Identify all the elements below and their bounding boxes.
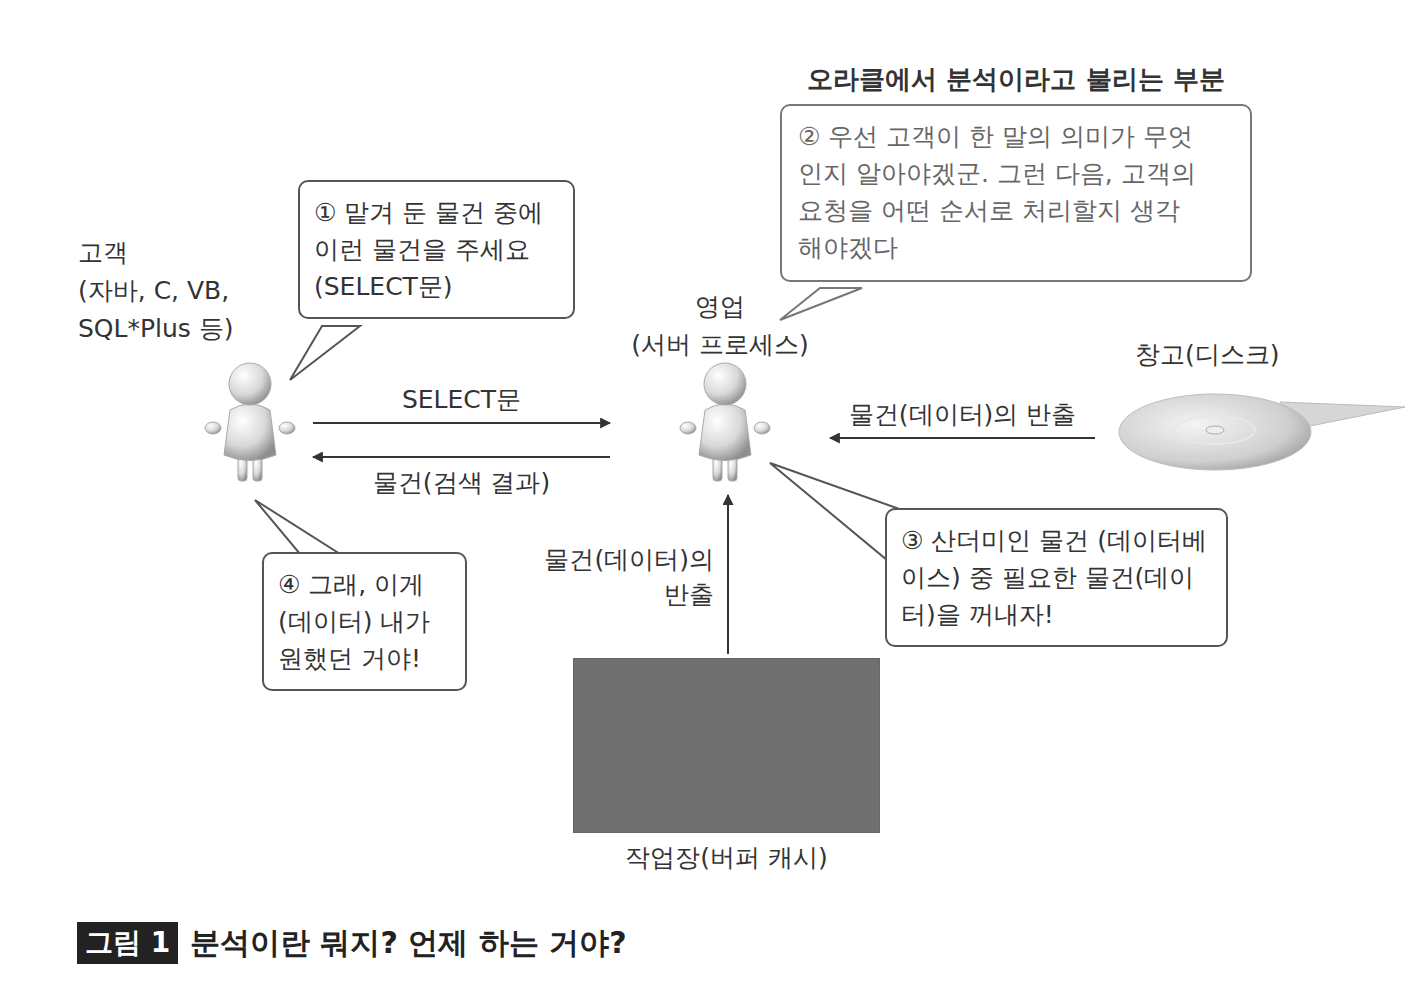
disk-icon — [1119, 394, 1405, 470]
node-label: (자바, C, VB, SQL*Plus 등) — [78, 272, 263, 348]
disk-store: 창고(디스크) — [1105, 336, 1410, 470]
figure-caption: 분석이란 뭐지? 언제 하는 거야? — [190, 924, 627, 962]
callout-bubble: ③ 산더미인 물건 (데이터베이스) 중 필요한 물건(데이터)을 꺼내자! — [885, 508, 1228, 647]
callout-text: ④ 그래, 이게 (데이터) 내가 원했던 거야! — [278, 566, 451, 677]
buffer-cache: 작업장(버퍼 캐시) — [573, 658, 880, 880]
flow-arrow — [727, 495, 729, 654]
buffer-area — [573, 658, 880, 833]
edge-label: 물건(데이터)의 반출 — [845, 397, 1080, 432]
person-figure — [205, 363, 295, 481]
person-figure — [680, 363, 770, 481]
client-actor: 고객(자바, C, VB, SQL*Plus 등) — [78, 234, 303, 486]
flow-arrow — [313, 422, 610, 424]
bubble-outline: ② 우선 고객이 한 말의 의미가 무엇인지 알아야겠군. 그런 다음, 고객의… — [780, 104, 1252, 282]
callout-bubble: ④ 그래, 이게 (데이터) 내가 원했던 거야! — [262, 552, 467, 691]
server-actor: 영업(서버 프로세스) — [620, 288, 820, 485]
callout-bubble: 오라클에서 분석이라고 불리는 부분 ② 우선 고객이 한 말의 의미가 무엇인지… — [780, 62, 1252, 282]
node-label: 고객 — [78, 234, 303, 272]
callout-bubble: ① 맡겨 둔 물건 중에 이런 물건을 주세요 (SELECT문) — [298, 180, 575, 319]
flow-arrow — [313, 456, 610, 458]
edge-label: 물건(데이터)의 반출 — [525, 542, 718, 612]
node-label: 창고(디스크) — [1135, 336, 1410, 374]
node-label: (서버 프로세스) — [620, 326, 820, 364]
callout-text: ③ 산더미인 물건 (데이터베이스) 중 필요한 물건(데이터)을 꺼내자! — [901, 522, 1212, 633]
edge-label: 물건(검색 결과) — [369, 465, 554, 500]
callout-text: ① 맡겨 둔 물건 중에 이런 물건을 주세요 (SELECT문) — [314, 194, 559, 305]
figure-number: 그림 1 — [77, 922, 178, 964]
edge-label: SELECT문 — [398, 382, 525, 417]
callout-heading: 오라클에서 분석이라고 불리는 부분 — [780, 62, 1252, 96]
bubble-tail — [255, 288, 905, 560]
node-label: 작업장(버퍼 캐시) — [573, 839, 880, 877]
flow-arrow — [830, 437, 1095, 439]
node-label: 영업 — [620, 288, 820, 326]
callout-text: ② 우선 고객이 한 말의 의미가 무엇인지 알아야겠군. 그런 다음, 고객의… — [798, 118, 1200, 266]
